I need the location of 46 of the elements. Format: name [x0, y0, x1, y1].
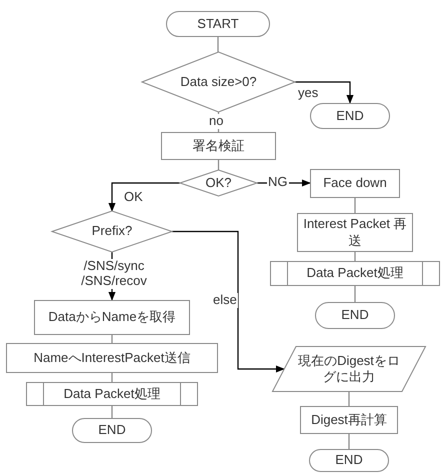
predefined-process-box [26, 382, 198, 406]
terminal-node [309, 449, 389, 472]
process-box [310, 169, 400, 198]
terminal-node [310, 103, 390, 129]
process-box [6, 343, 218, 373]
node-label: END [340, 307, 370, 324]
node-label: END [334, 452, 364, 469]
connector-line [348, 392, 350, 406]
connector-line [217, 37, 219, 52]
connector-line [111, 406, 113, 418]
data-parallelogram [272, 346, 426, 392]
node-label: 署名検証 [192, 138, 246, 154]
decision-diamond [180, 170, 257, 196]
node-label: 現在のDigestをログに出力 [297, 352, 401, 386]
node-label: END [97, 422, 127, 439]
decision-diamond [142, 52, 295, 112]
connector-line [354, 286, 356, 302]
process-box [34, 300, 190, 335]
node-label: Face down [322, 175, 388, 192]
node-label: START [196, 16, 240, 32]
connector-line [354, 198, 356, 213]
connector-line [348, 434, 350, 449]
edge-label: no [208, 114, 224, 129]
arrow [108, 182, 180, 212]
node-label: DataからNameを取得 [47, 309, 177, 326]
predefined-process-box [270, 261, 440, 286]
process-box [297, 213, 413, 252]
node-label: NameへInterestPacket送信 [32, 350, 192, 366]
arrow [172, 230, 285, 373]
node-label: Data size>0? [179, 74, 258, 90]
connector-line [218, 160, 220, 170]
edge-label: else [212, 293, 238, 308]
process-box [161, 132, 276, 160]
process-box [300, 406, 398, 434]
node-label: Prefix? [90, 223, 134, 240]
terminal-node [72, 418, 152, 443]
node-label: OK? [204, 174, 232, 192]
arrow [295, 81, 354, 104]
node-label: Digest再計算 [310, 412, 388, 428]
terminal-node [315, 302, 395, 329]
node-label: END [335, 108, 365, 124]
node-label: Interest Packet 再送 [302, 216, 408, 249]
terminal-node [166, 11, 270, 37]
decision-diamond [52, 211, 172, 252]
node-label: Data Packet処理 [62, 386, 162, 402]
node-label: Data Packet処理 [306, 265, 404, 282]
